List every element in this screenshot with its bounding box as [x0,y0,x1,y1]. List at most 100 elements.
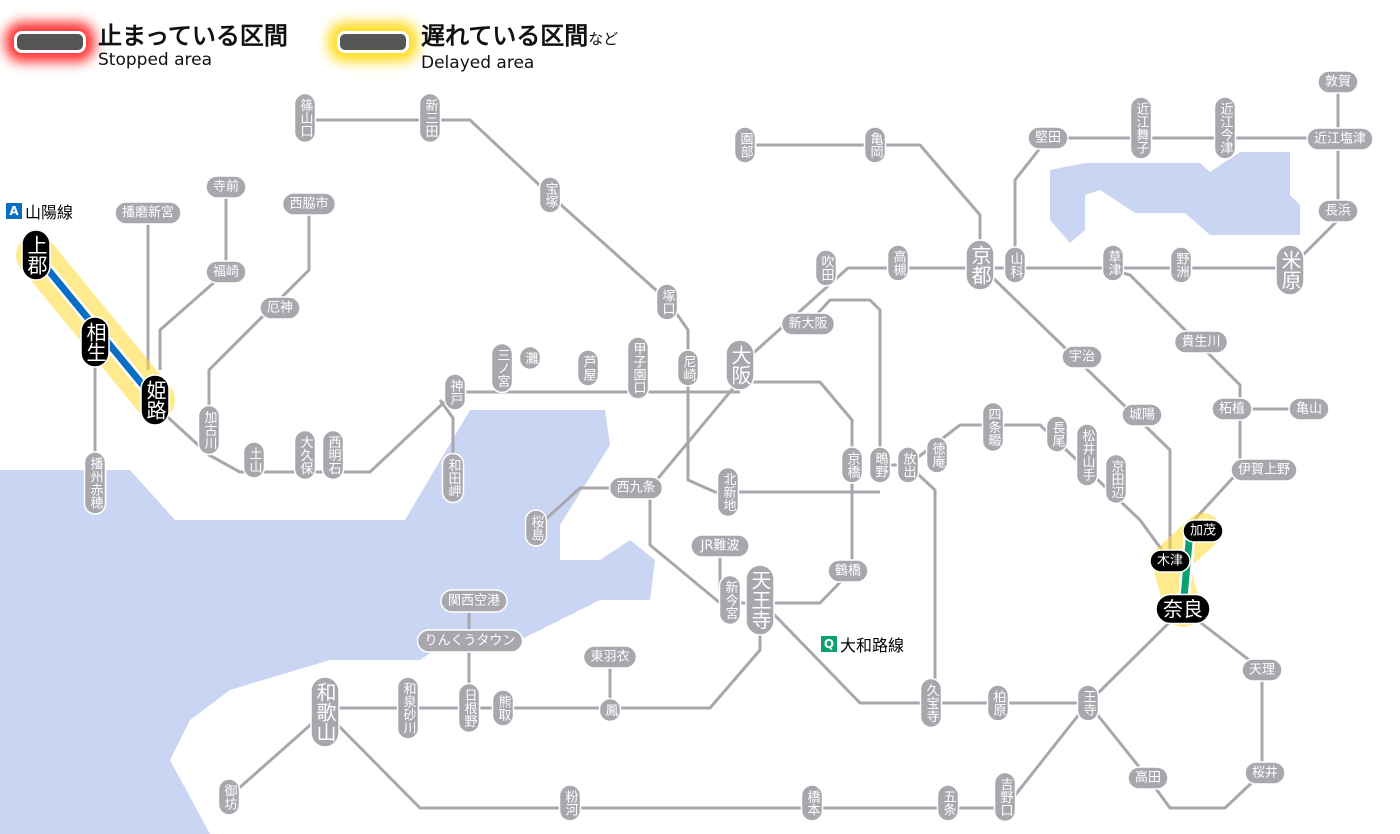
station-name: 京橋 [845,452,861,479]
station-32[interactable]: 堅田 [1027,126,1069,150]
station-25[interactable]: 新大阪 [780,312,836,336]
station-34[interactable]: 近江今津 [1213,96,1237,160]
station-74[interactable]: 吉野口 [993,771,1017,823]
station-59[interactable]: 新今宮 [718,574,742,626]
station-65[interactable]: 鳳 [598,697,622,723]
legend-delayed-en: Delayed area [421,53,535,73]
station-70[interactable]: 御坊 [217,778,241,816]
station-37[interactable]: 長浜 [1317,199,1359,223]
station-36[interactable]: 近江塩津 [1306,127,1374,151]
station-76[interactable]: 桜井 [1244,761,1286,785]
station-33[interactable]: 近江舞子 [1129,96,1153,160]
station-82[interactable]: 木津 [1149,549,1191,573]
station-pill [114,201,182,225]
station-56[interactable]: 西九条 [608,476,664,500]
station-60[interactable]: 天王寺 [745,564,775,636]
station-11[interactable]: 西明石 [321,429,345,481]
station-name: 大阪 [728,345,752,385]
station-pill [655,283,679,321]
station-20[interactable]: 播州赤穂 [83,451,107,515]
station-2[interactable]: 宝塚 [538,176,562,214]
station-71[interactable]: 粉河 [558,784,582,822]
station-18[interactable]: 福崎 [205,260,247,284]
station-0[interactable]: 篠山口 [293,92,317,144]
station-31[interactable]: 園部 [733,126,757,164]
station-42[interactable]: 貴生川 [1173,330,1229,354]
station-8[interactable]: 三ノ宮 [490,342,514,394]
station-7[interactable]: 灘 [518,345,542,371]
station-39[interactable]: 野洲 [1169,246,1193,284]
station-44[interactable]: 柘植 [1211,397,1253,421]
station-26[interactable]: 吹田 [814,249,838,287]
line-label-sanyo[interactable]: A 山陽線 [3,198,77,224]
station-41[interactable]: 宇治 [1061,345,1103,369]
station-47[interactable]: 四条畷 [981,401,1005,453]
station-27[interactable]: 高槻 [886,244,910,282]
station-name: 京田辺 [1109,460,1125,499]
station-57[interactable]: 桜島 [524,509,548,547]
station-pill [827,559,869,583]
station-22[interactable]: 相生 [80,316,110,368]
station-43[interactable]: 城陽 [1121,403,1163,427]
station-14[interactable]: 加古川 [197,404,221,456]
station-66[interactable]: 日根野 [457,682,481,734]
station-69[interactable]: 和歌山 [310,676,340,748]
station-28[interactable]: 京都 [965,239,995,291]
station-62[interactable]: 関西空港 [440,589,508,613]
station-72[interactable]: 橋本 [800,784,824,822]
station-79[interactable]: 柏原 [986,684,1010,722]
station-49[interactable]: 放出 [896,446,920,484]
station-21[interactable]: 上郡 [21,229,51,281]
station-54[interactable]: 京田辺 [1104,453,1128,505]
station-4[interactable]: 尼崎 [676,349,700,387]
station-9[interactable]: 神戸 [443,373,467,411]
station-13[interactable]: 土山 [242,441,266,479]
station-23[interactable]: 姫路 [140,374,170,426]
station-80[interactable]: 久宝寺 [919,677,943,729]
station-40[interactable]: 草津 [1101,244,1125,282]
station-63[interactable]: りんくうタウン [416,629,524,653]
station-83[interactable]: 奈良 [1155,593,1211,625]
station-29[interactable]: 山科 [1003,246,1027,284]
station-35[interactable]: 敦賀 [1317,70,1359,94]
station-12[interactable]: 大久保 [293,429,317,481]
station-19[interactable]: 播磨新宮 [114,201,182,225]
station-pill [1317,70,1359,94]
station-52[interactable]: 長尾 [1045,415,1069,453]
station-pill [1076,684,1100,722]
station-pill [1306,127,1374,151]
station-name: 高槻 [891,249,907,277]
station-name: 尼崎 [681,355,697,381]
station-61[interactable]: 鶴橋 [827,559,869,583]
line-label-yamatoji[interactable]: Q 大和路線 [818,631,908,657]
station-78[interactable]: 王寺 [1076,684,1100,722]
station-51[interactable]: 京橋 [840,446,864,484]
station-16[interactable]: 西脇市 [281,192,337,216]
station-10[interactable]: 和田岬 [441,452,465,504]
station-48[interactable]: 徳庵 [925,436,949,474]
station-77[interactable]: 天理 [1241,658,1283,682]
station-64[interactable]: 東羽衣 [582,645,638,669]
station-67[interactable]: 熊取 [491,689,515,727]
station-name: 山科 [1008,252,1024,278]
station-55[interactable]: 北新地 [716,466,740,518]
station-3[interactable]: 塚口 [655,283,679,321]
station-50[interactable]: 鴫野 [868,446,892,484]
station-53[interactable]: 松井山手 [1075,423,1099,487]
station-68[interactable]: 和泉砂川 [396,676,420,740]
station-45[interactable]: 亀山 [1288,397,1330,421]
station-75[interactable]: 高田 [1127,766,1169,790]
station-17[interactable]: 寺前 [205,175,247,199]
station-73[interactable]: 五条 [936,784,960,822]
station-6[interactable]: 芦屋 [576,349,600,387]
station-30[interactable]: 亀岡 [863,126,887,164]
station-5[interactable]: 甲子園口 [626,336,650,400]
station-38[interactable]: 米原 [1275,244,1305,296]
station-58[interactable]: JR難波 [690,534,750,558]
station-46[interactable]: 伊賀上野 [1230,458,1298,482]
station-81[interactable]: 加茂 [1182,519,1224,543]
station-24[interactable]: 大阪 [725,339,755,391]
station-15[interactable]: 厄神 [259,296,301,320]
station-name: 桜島 [529,515,545,541]
station-1[interactable]: 新三田 [418,92,442,144]
